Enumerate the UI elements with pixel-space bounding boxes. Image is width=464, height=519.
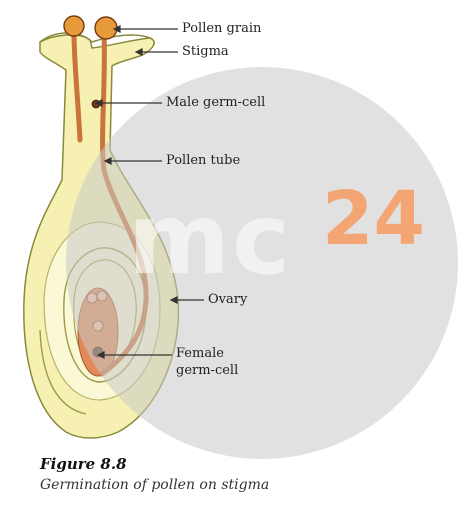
watermark-logo-number: 24	[322, 176, 425, 262]
figure-caption: Germination of pollen on stigma	[40, 476, 290, 495]
label-female-germ-cell-line1: Female	[176, 346, 224, 362]
label-male-germ-cell: Male germ-cell	[166, 95, 265, 111]
watermark-logo-text: mc	[128, 183, 292, 297]
pollen-grain-right	[95, 17, 117, 39]
pollen-grain-left	[64, 16, 84, 36]
label-pollen-tube: Pollen tube	[166, 153, 240, 169]
label-stigma: Stigma	[182, 44, 229, 60]
label-pollen-grain: Pollen grain	[182, 21, 261, 37]
label-female-germ-cell-line2: germ-cell	[176, 363, 238, 379]
figure-title: Figure 8.8	[40, 455, 127, 473]
label-ovary: Ovary	[208, 292, 247, 308]
